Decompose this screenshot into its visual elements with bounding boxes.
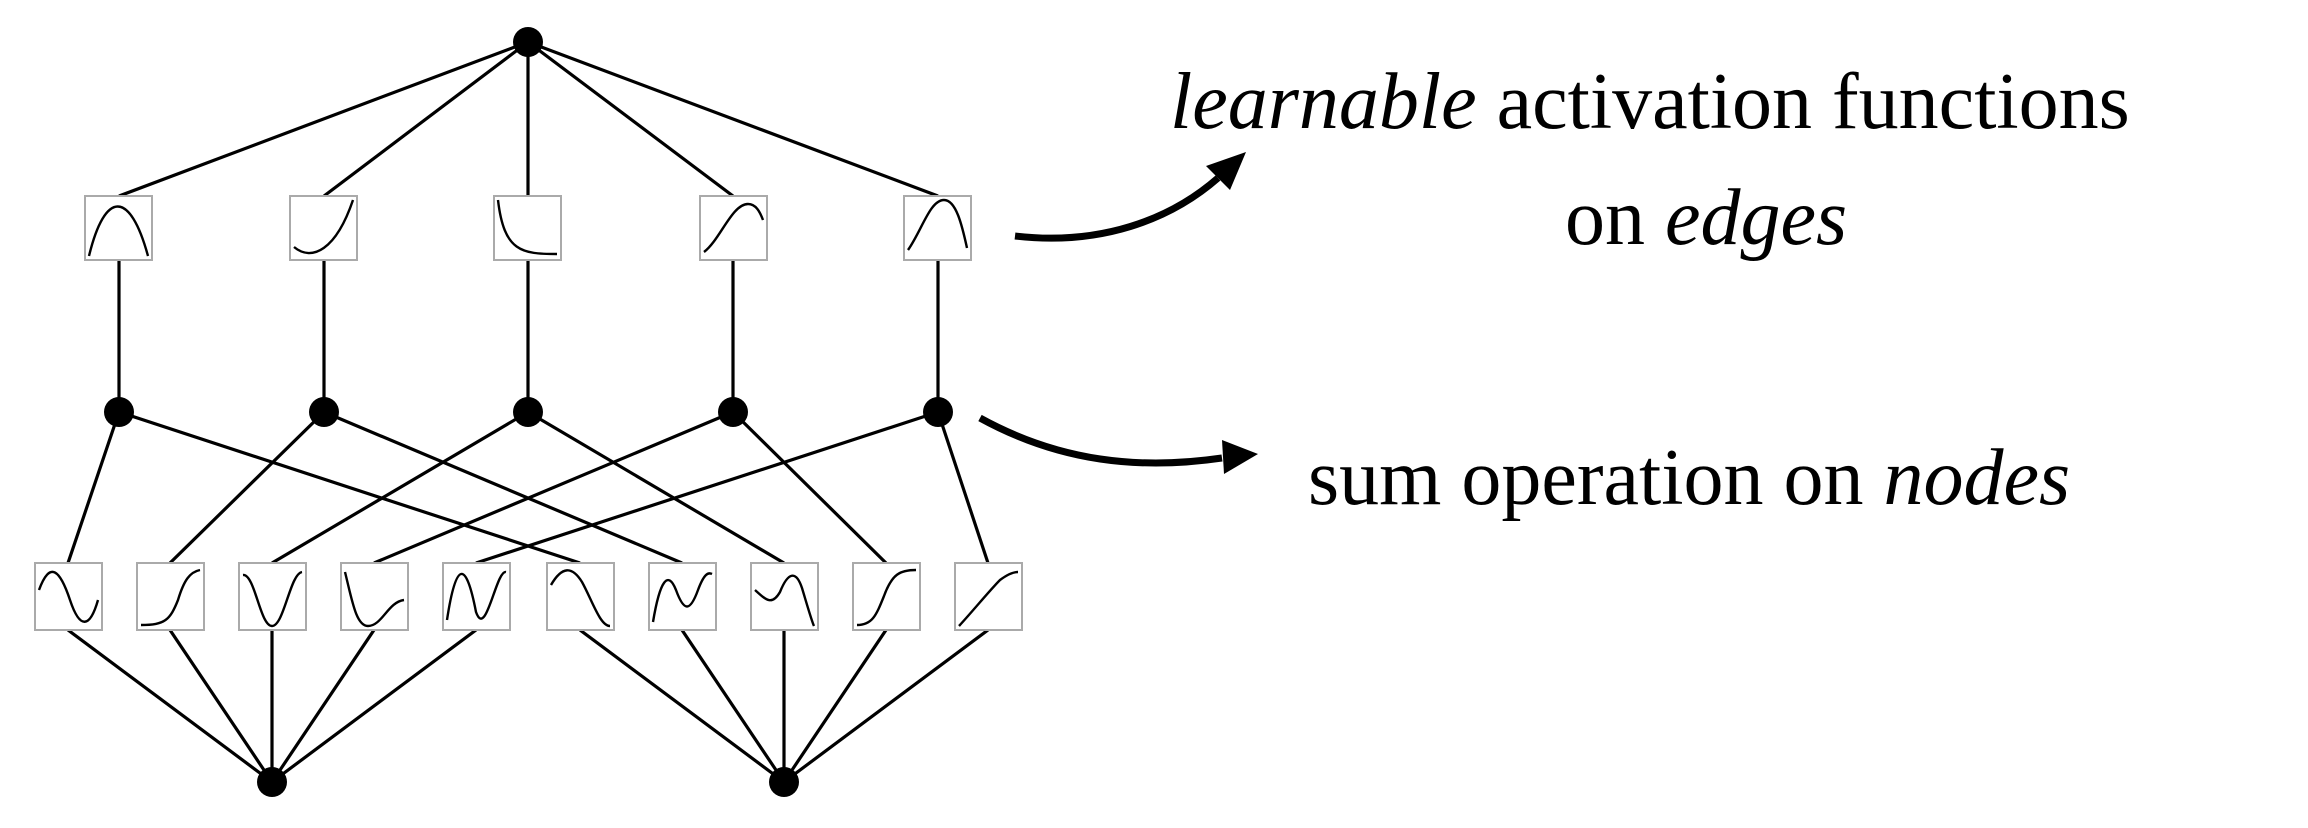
arrow-to-edges-label xyxy=(1014,152,1246,242)
activation-box xyxy=(340,562,409,631)
input-node xyxy=(769,767,799,797)
activation-box xyxy=(750,562,819,631)
activation-box xyxy=(136,562,205,631)
activation-box xyxy=(648,562,717,631)
nodes-label: sum operation on nodes xyxy=(1308,438,2070,518)
nodes-label-prefix: sum operation on xyxy=(1308,434,1884,522)
activation-box xyxy=(442,562,511,631)
activation-box xyxy=(852,562,921,631)
lower-edges xyxy=(66,410,990,784)
edges-label-rest: activation functions xyxy=(1476,58,2130,146)
activation-box xyxy=(699,195,768,261)
activation-box xyxy=(493,195,562,261)
output-node xyxy=(513,27,543,57)
activation-box xyxy=(238,562,307,631)
hidden-node xyxy=(309,397,339,427)
edges-label-italic: learnable xyxy=(1170,58,1477,146)
nodes-label-italic: nodes xyxy=(1883,434,2071,522)
hidden-node xyxy=(104,397,134,427)
edges-label-line1: learnable activation functions xyxy=(1170,62,2130,142)
nodes xyxy=(104,27,953,797)
input-node xyxy=(257,767,287,797)
edges-label-prefix: on xyxy=(1565,174,1665,262)
activation-box xyxy=(954,562,1023,631)
activation-box xyxy=(546,562,615,631)
edges-label-line2: on edges xyxy=(1565,178,1847,258)
activation-boxes-lower xyxy=(34,562,1023,631)
arrow-to-nodes-label xyxy=(978,414,1258,474)
activation-box xyxy=(34,562,103,631)
hidden-node xyxy=(513,397,543,427)
edges-label-edges-italic: edges xyxy=(1665,174,1848,262)
hidden-node xyxy=(718,397,748,427)
activation-box xyxy=(289,195,358,261)
activation-boxes-upper xyxy=(84,195,972,261)
activation-box xyxy=(903,195,972,261)
hidden-node xyxy=(923,397,953,427)
activation-box xyxy=(84,195,153,261)
upper-edges xyxy=(117,40,940,412)
